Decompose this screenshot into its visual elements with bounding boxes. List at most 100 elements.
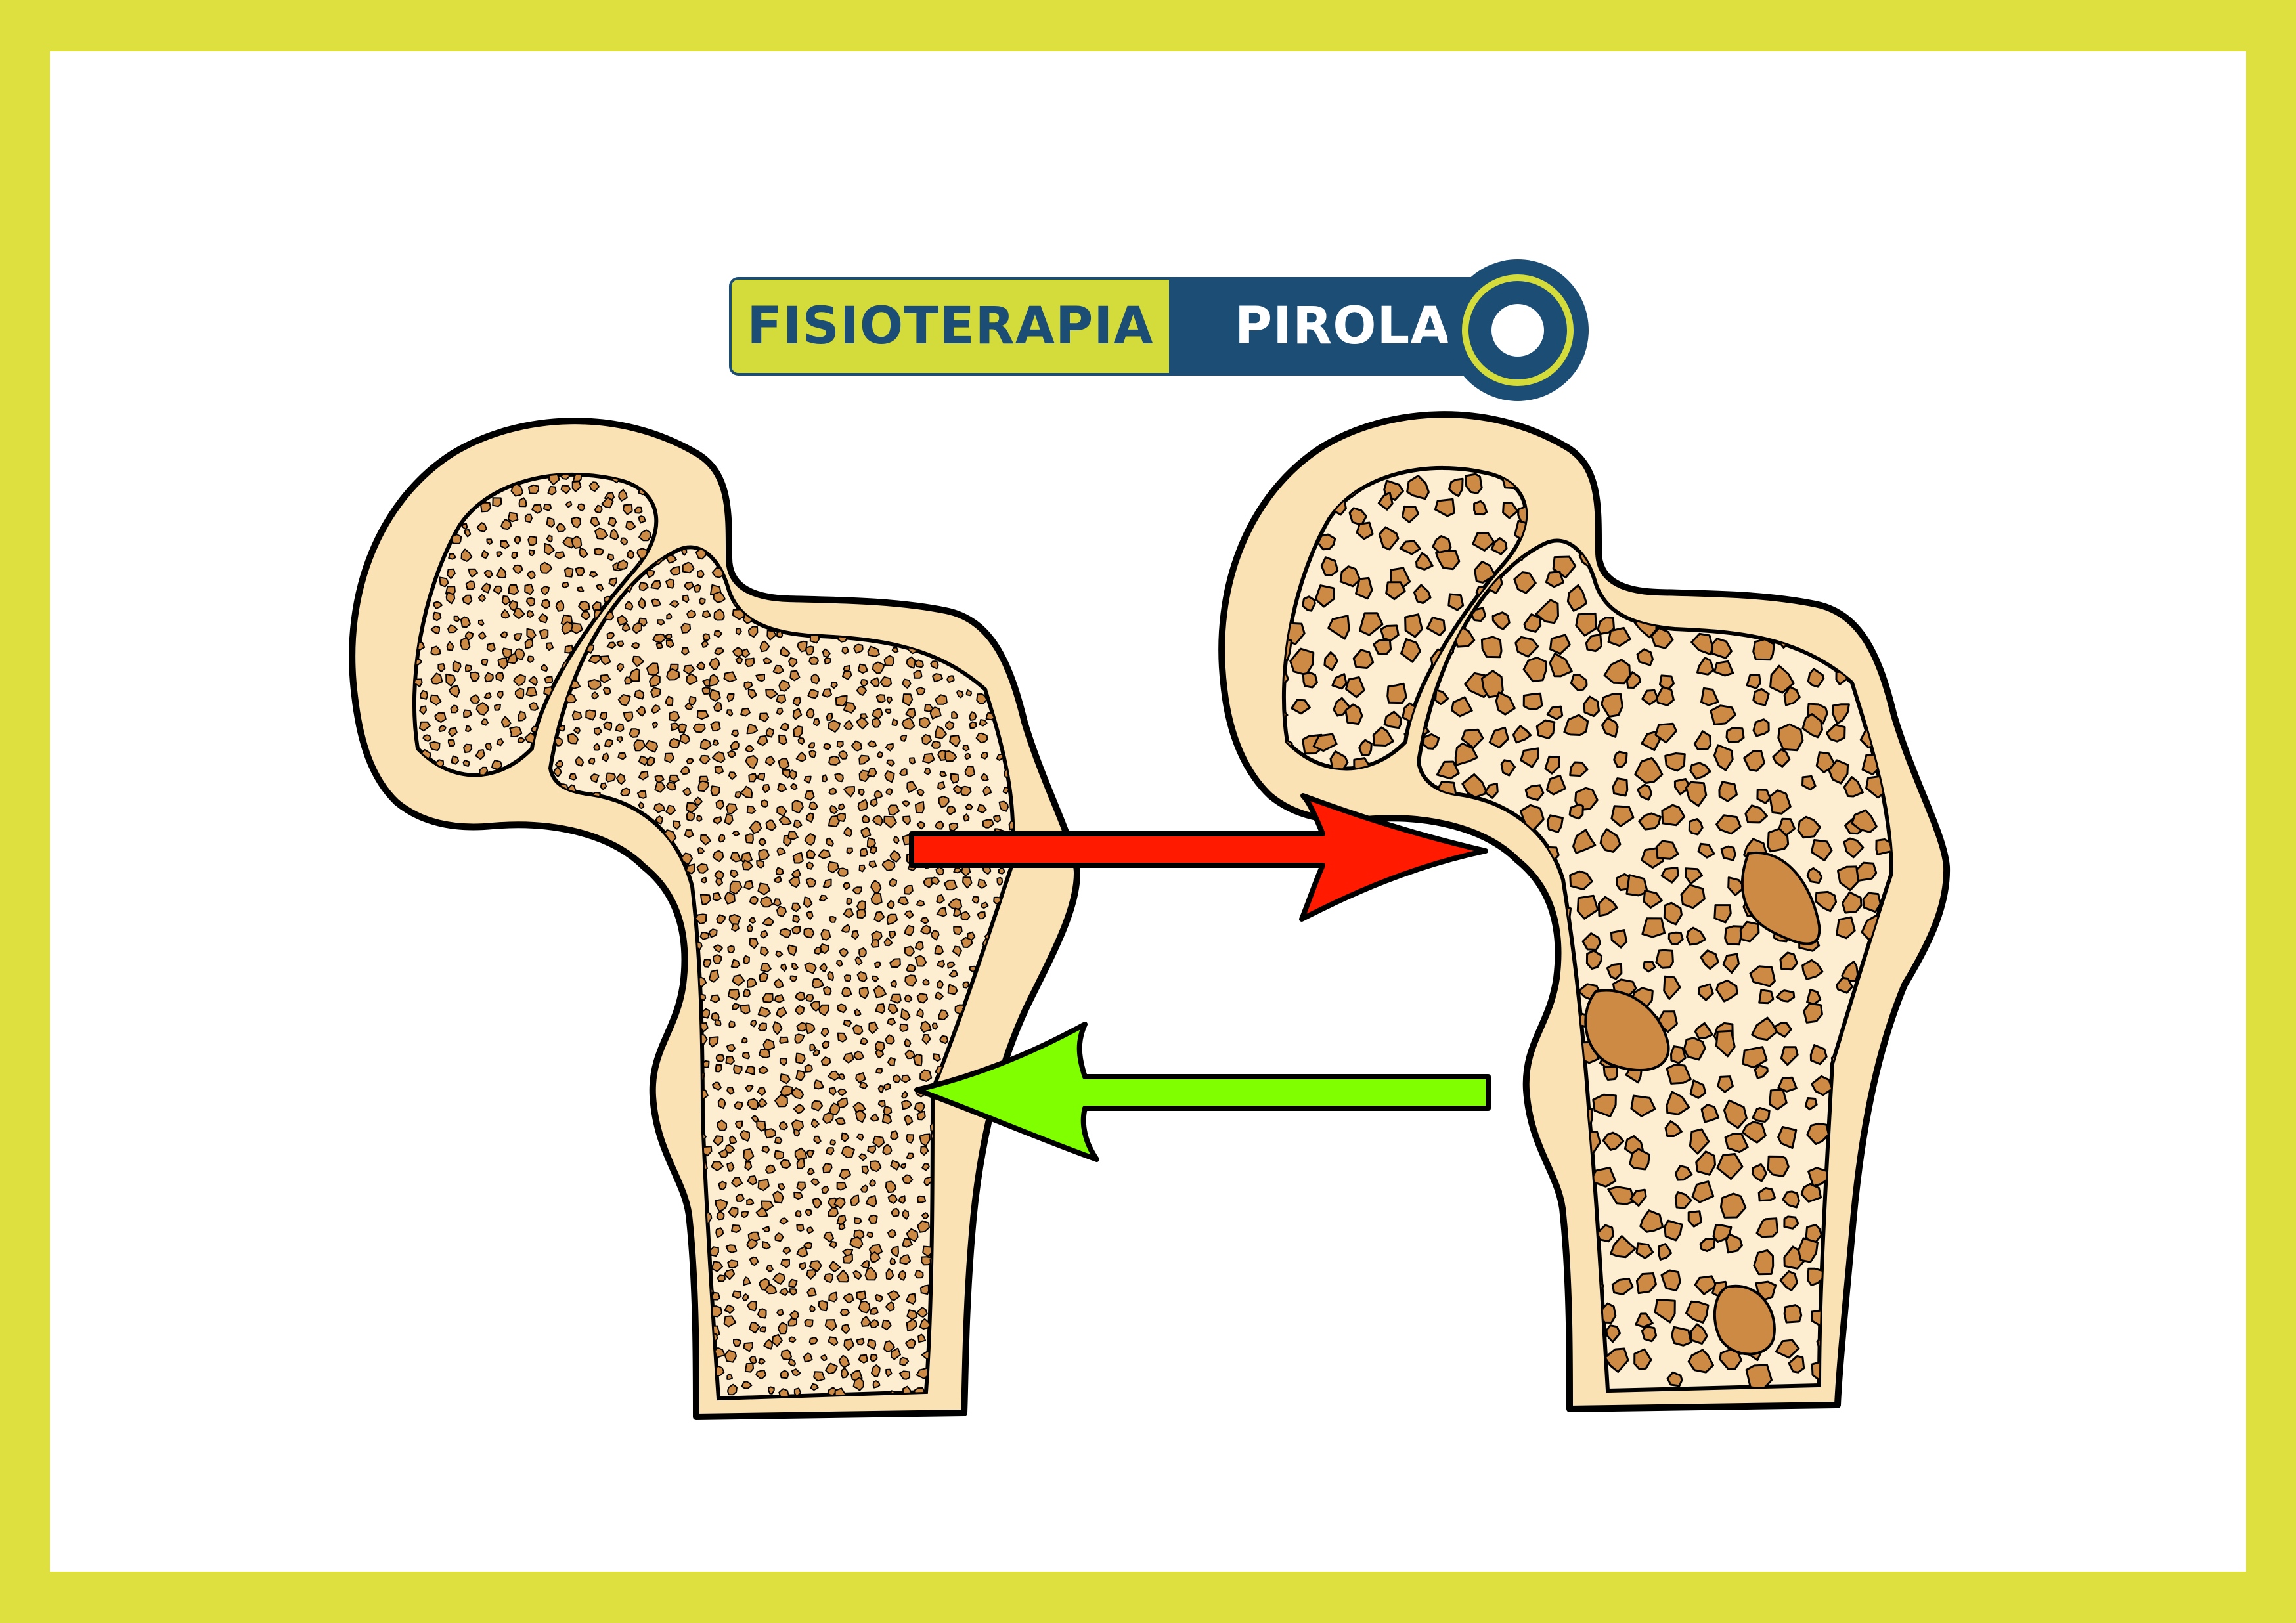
trabecular-pore (861, 814, 870, 823)
trabecular-pore (906, 656, 916, 669)
trabecular-pore (1018, 1211, 1025, 1219)
trabecular-pore (1484, 782, 1499, 799)
trabecular-pore (730, 869, 739, 878)
trabecular-pore (558, 1083, 567, 1093)
trabecular-pore (696, 863, 709, 874)
trabecular-pore (969, 721, 977, 729)
trabecular-pore (606, 1236, 619, 1249)
trabecular-pore (1396, 1329, 1415, 1342)
trabecular-pore (856, 1290, 867, 1301)
trabecular-pore (632, 909, 639, 918)
trabecular-pore (745, 754, 759, 769)
trabecular-pore (717, 1274, 726, 1282)
trabecular-pore (1753, 1249, 1775, 1276)
trabecular-pore (618, 488, 628, 502)
trabecular-pore (617, 879, 626, 890)
trabecular-pore (1491, 611, 1511, 630)
trabecular-pore (757, 1006, 771, 1018)
trabecular-pore (1689, 762, 1711, 780)
trabecular-pore (774, 994, 785, 1003)
trabecular-pore (615, 723, 625, 733)
trabecular-pore (645, 932, 657, 942)
trabecular-pore (1012, 624, 1013, 632)
trabecular-pore (995, 1276, 1004, 1285)
trabecular-pore (822, 1163, 833, 1174)
trabecular-pore (1511, 1216, 1529, 1236)
trabecular-pore (1385, 581, 1406, 601)
trabecular-pore (977, 911, 986, 920)
trabecular-pore (556, 1253, 569, 1265)
trabecular-pore (919, 1069, 933, 1082)
trabecular-pore (1690, 1323, 1708, 1345)
trabecular-pore (653, 907, 663, 917)
trabecular-pore (1719, 1192, 1747, 1219)
trabecular-pore (1401, 1186, 1414, 1201)
trabecular-pore (711, 1291, 720, 1301)
trabecular-pore (937, 781, 946, 790)
trabecular-pore (854, 1008, 862, 1016)
trabecular-pore (978, 547, 989, 548)
trabecular-pore (616, 640, 625, 647)
trabecular-pore (629, 1356, 640, 1369)
trabecular-pore (1545, 1302, 1559, 1318)
trabecular-pore (592, 1149, 600, 1158)
trabecular-pore (1002, 787, 1010, 794)
trabecular-pore (665, 1356, 675, 1364)
trabecular-pore (901, 1091, 908, 1099)
trabecular-pore (429, 741, 441, 751)
trabecular-pore (870, 677, 880, 687)
trabecular-pore (1002, 1193, 1010, 1203)
trabecular-pore (1783, 1215, 1799, 1230)
trabecular-pore (747, 537, 755, 546)
trabecular-pore (901, 1100, 912, 1110)
trabecular-pore (813, 1135, 822, 1144)
trabecular-pore (858, 789, 865, 796)
trabecular-pore (601, 496, 614, 509)
trabecular-pore (1484, 1273, 1508, 1297)
trabecular-pore (618, 928, 629, 940)
trabecular-pore (986, 1255, 996, 1266)
trabecular-pore (1752, 687, 1770, 706)
trabecular-pore (859, 1081, 868, 1090)
trabecular-pore (1549, 634, 1571, 655)
trabecular-pore (778, 734, 788, 745)
trabecular-pore (781, 583, 789, 594)
trabecular-pore (626, 1307, 633, 1315)
trabecular-pore (607, 553, 615, 561)
trabecular-pore (841, 646, 850, 655)
trabecular-pore (577, 1033, 586, 1043)
trabecular-pore (1394, 961, 1414, 978)
trabecular-pore (602, 752, 609, 762)
trabecular-pore (569, 1050, 579, 1063)
trabecular-pore (945, 720, 955, 730)
trabecular-pore (996, 876, 1004, 886)
trabecular-pore (745, 745, 755, 752)
trabecular-pore (1491, 901, 1507, 921)
trabecular-pore (810, 1118, 820, 1129)
trabecular-pore (875, 1068, 883, 1074)
trabecular-pore (1661, 804, 1686, 827)
trabecular-pore (953, 926, 963, 936)
trabecular-pore (617, 615, 628, 626)
trabecular-pore (558, 1019, 571, 1031)
trabecular-pore (621, 622, 631, 632)
trabecular-pore (838, 1354, 850, 1368)
trabecular-pore (1685, 781, 1708, 808)
trabecular-pore (749, 1322, 761, 1334)
trabecular-pore (787, 944, 797, 957)
trabecular-pore (789, 975, 798, 982)
trabecular-pore (546, 642, 554, 651)
trabecular-pore (1643, 889, 1663, 909)
trabecular-pore (1607, 626, 1631, 647)
trabecular-pore (1687, 1349, 1714, 1374)
trabecular-pore (725, 1244, 738, 1253)
trabecular-pore (1009, 571, 1013, 578)
trabecular-pore (573, 1389, 582, 1398)
trabecular-pore (561, 1167, 571, 1178)
trabecular-pore (636, 1213, 643, 1221)
trabecular-pore (837, 1088, 847, 1096)
trabecular-pore (1843, 837, 1865, 859)
trabecular-pore (1520, 747, 1539, 768)
trabecular-pore (1378, 526, 1400, 551)
trabecular-pore (625, 600, 634, 611)
